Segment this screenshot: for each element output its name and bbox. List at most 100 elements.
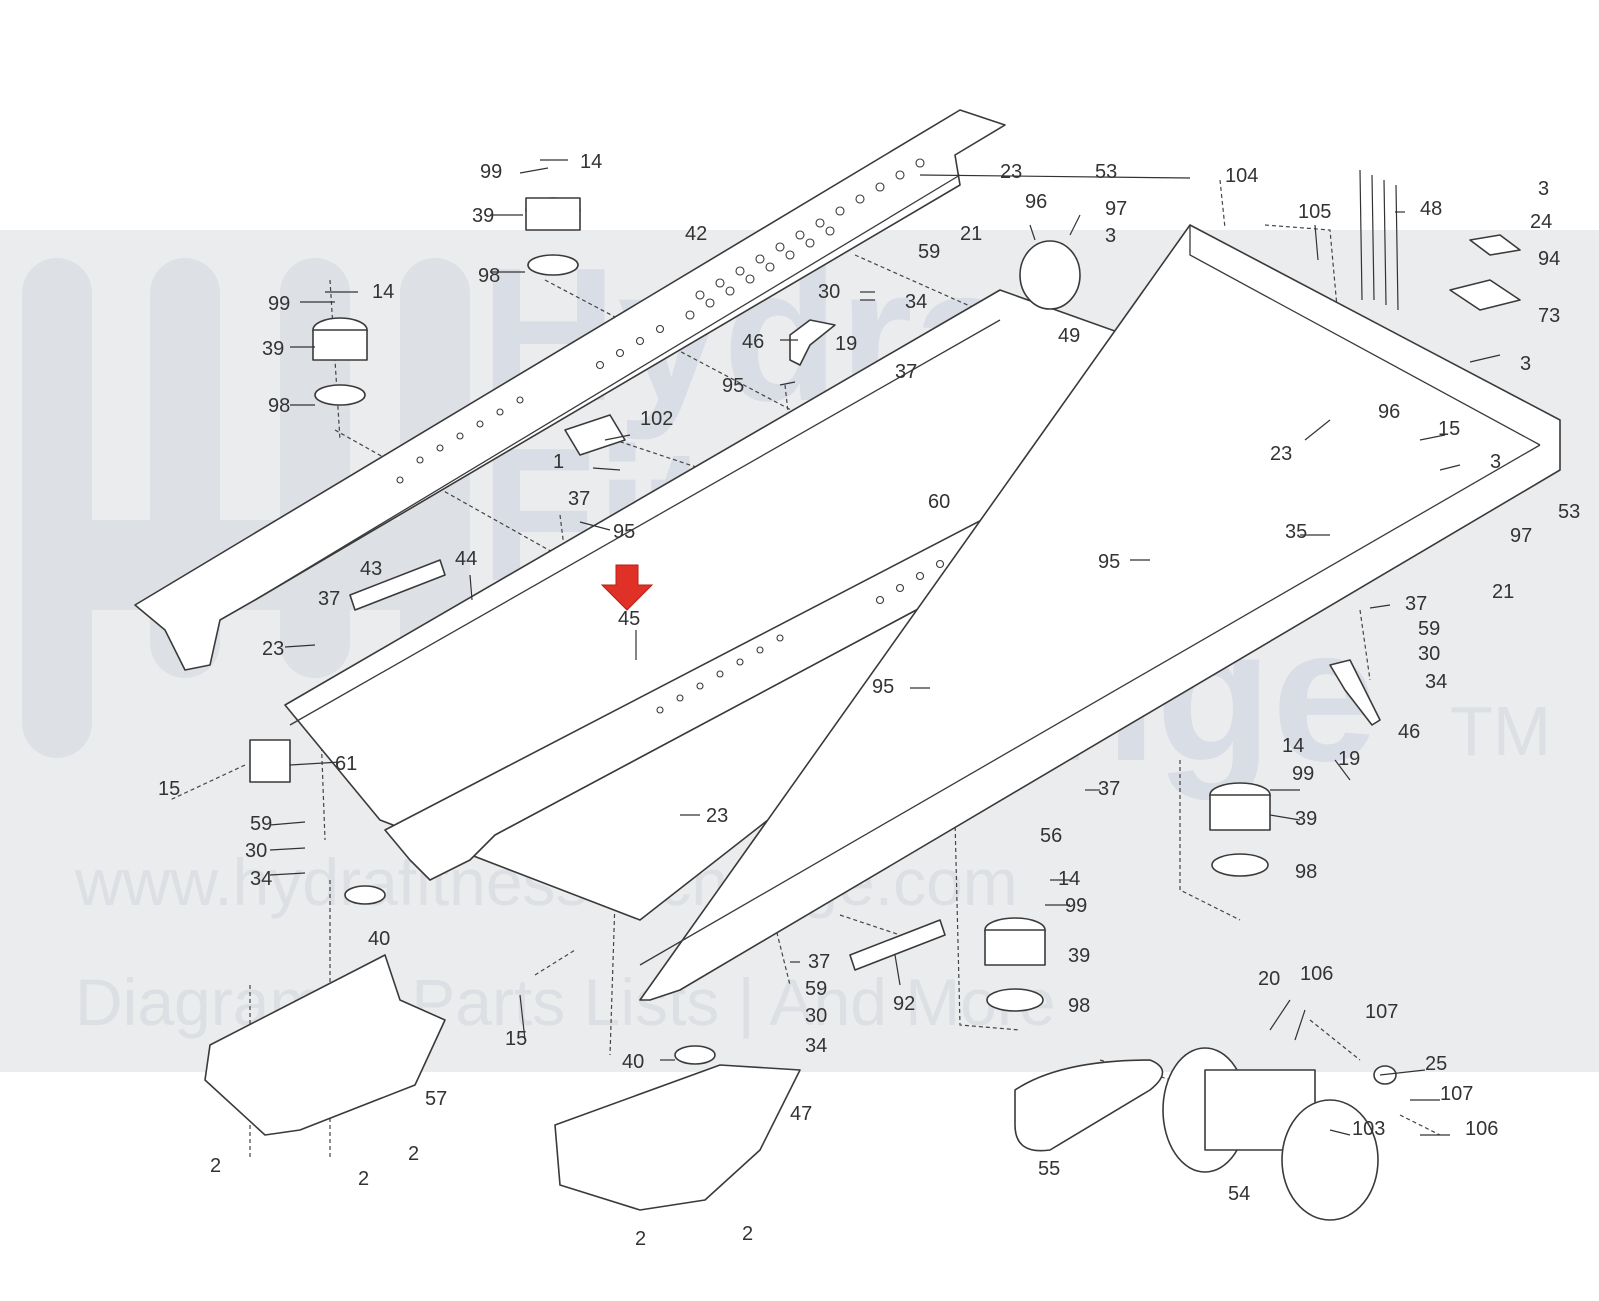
end-cap-part-57	[204, 954, 446, 1136]
plate-part-94	[1469, 234, 1521, 256]
bracket-part-46b	[1329, 659, 1381, 726]
callout-98: 98	[1295, 861, 1317, 883]
label-part-92	[849, 919, 946, 971]
callout-39: 39	[262, 338, 284, 360]
callout-59: 59	[918, 241, 940, 263]
callout-97: 97	[1510, 525, 1532, 547]
isolator-stack-b	[312, 317, 368, 406]
callout-55: 55	[1038, 1158, 1060, 1180]
callout-47: 47	[790, 1103, 812, 1125]
callout-44: 44	[455, 548, 477, 570]
callout-25: 25	[1425, 1053, 1447, 1075]
callout-106: 106	[1465, 1118, 1498, 1140]
callout-95: 95	[1098, 551, 1120, 573]
callout-14: 14	[1282, 735, 1304, 757]
callout-92: 92	[893, 993, 915, 1015]
assembly-dashed-lines	[169, 179, 1441, 1160]
callout-3: 3	[1105, 225, 1116, 247]
callout-30: 30	[805, 1005, 827, 1027]
callout-23: 23	[262, 638, 284, 660]
callout-21: 21	[960, 223, 982, 245]
callout-2: 2	[210, 1155, 221, 1177]
isolator-stack-d	[984, 917, 1046, 1012]
callout-35: 35	[1285, 521, 1307, 543]
callout-39: 39	[1068, 945, 1090, 967]
callout-34: 34	[1425, 671, 1447, 693]
callout-3: 3	[1538, 178, 1549, 200]
callout-19: 19	[1338, 748, 1360, 770]
callout-34: 34	[805, 1035, 827, 1057]
callout-37: 37	[1098, 778, 1120, 800]
callout-37: 37	[808, 951, 830, 973]
callout-34: 34	[905, 291, 927, 313]
callout-95: 95	[613, 521, 635, 543]
callout-94: 94	[1538, 248, 1560, 270]
callout-15: 15	[505, 1028, 527, 1050]
callout-59: 59	[250, 813, 272, 835]
callout-54: 54	[1228, 1183, 1250, 1205]
callout-20: 20	[1258, 968, 1280, 990]
plate-part-73	[1449, 279, 1521, 311]
callout-48: 48	[1420, 198, 1442, 220]
callout-37: 37	[568, 488, 590, 510]
callout-42: 42	[685, 223, 707, 245]
callout-43: 43	[360, 558, 382, 580]
callout-102: 102	[640, 408, 673, 430]
callout-45: 45	[618, 608, 640, 630]
callout-73: 73	[1538, 305, 1560, 327]
watermark-trademark: TM	[1450, 692, 1551, 770]
callout-3: 3	[1520, 353, 1531, 375]
callout-53: 53	[1558, 501, 1580, 523]
motor-part-54	[1162, 1047, 1379, 1221]
pulley-part-49	[1019, 240, 1081, 310]
callout-39: 39	[1295, 808, 1317, 830]
callout-40: 40	[368, 928, 390, 950]
callout-37: 37	[318, 588, 340, 610]
callout-98: 98	[1068, 995, 1090, 1017]
callout-59: 59	[1418, 618, 1440, 640]
callout-14: 14	[1058, 868, 1080, 890]
callout-30: 30	[1418, 643, 1440, 665]
end-cap-part-47	[554, 1064, 801, 1211]
isolator-stack-c	[1209, 782, 1271, 877]
callout-56: 56	[1040, 825, 1062, 847]
callout-23: 23	[1270, 443, 1292, 465]
callout-105: 105	[1298, 201, 1331, 223]
callout-60: 60	[928, 491, 950, 513]
callout-14: 14	[372, 281, 394, 303]
drive-belt-part-55	[1014, 1059, 1164, 1152]
plate-part-102	[564, 414, 626, 456]
callout-104: 104	[1225, 165, 1258, 187]
callout-96: 96	[1378, 401, 1400, 423]
callout-49: 49	[1058, 325, 1080, 347]
callout-2: 2	[742, 1223, 753, 1245]
callout-46: 46	[1398, 721, 1420, 743]
callout-99: 99	[1292, 763, 1314, 785]
callout-46: 46	[742, 331, 764, 353]
rail-42-holes	[396, 158, 925, 484]
label-part-43	[349, 559, 446, 611]
callout-15: 15	[158, 778, 180, 800]
callout-2: 2	[358, 1168, 369, 1190]
callout-103: 103	[1352, 1118, 1385, 1140]
front-roller-part-61	[249, 739, 291, 783]
callout-30: 30	[818, 281, 840, 303]
callout-59: 59	[805, 978, 827, 1000]
callout-57: 57	[425, 1088, 447, 1110]
callout-95: 95	[872, 676, 894, 698]
callout-3: 3	[1490, 451, 1501, 473]
callout-53: 53	[1095, 161, 1117, 183]
callout-15: 15	[1438, 418, 1460, 440]
callout-99: 99	[268, 293, 290, 315]
callout-95: 95	[722, 375, 744, 397]
bracket-part-46a	[789, 319, 836, 366]
callout-34: 34	[250, 868, 272, 890]
callout-98: 98	[478, 265, 500, 287]
callout-21: 21	[1492, 581, 1514, 603]
callout-106: 106	[1300, 963, 1333, 985]
foot-part-40a	[344, 885, 386, 905]
callout-98: 98	[268, 395, 290, 417]
callout-40: 40	[622, 1051, 644, 1073]
